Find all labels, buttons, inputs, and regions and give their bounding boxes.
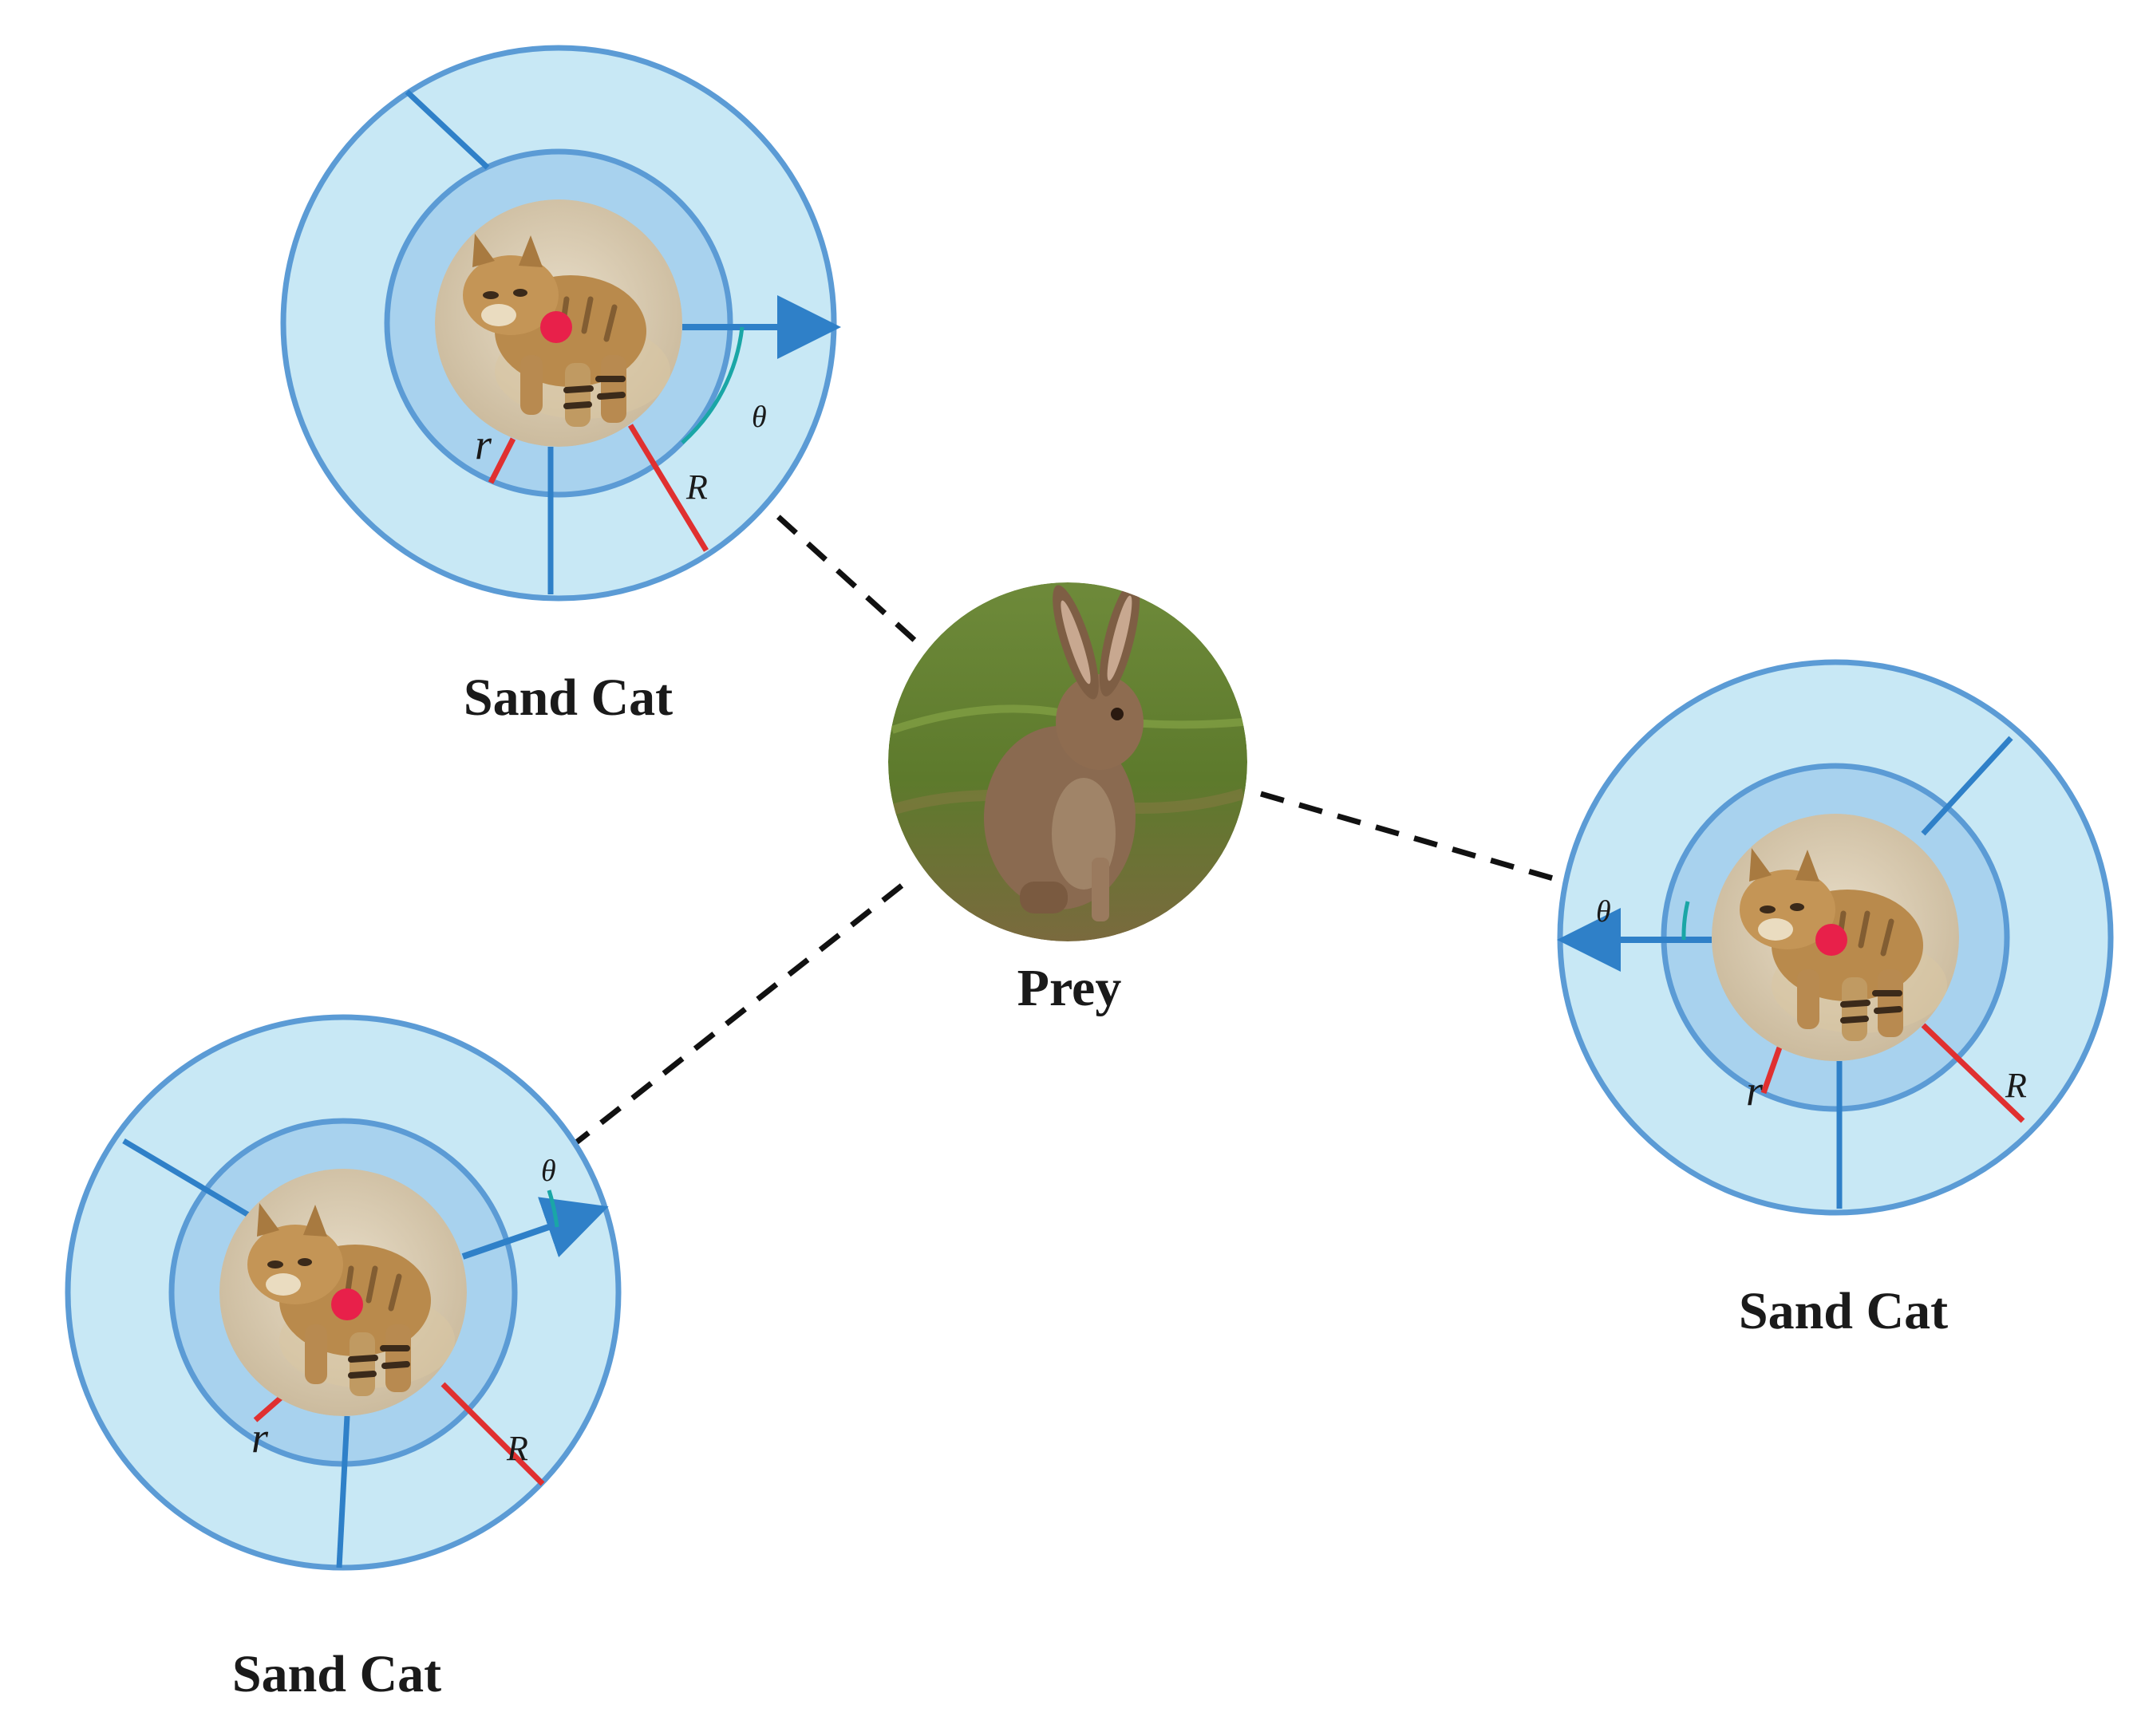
sand-cat-right: θ r R [1557,659,2114,1216]
angle-arc [681,326,745,444]
spoke [336,1415,350,1568]
angle-arc [547,1190,559,1228]
spoke [122,1138,253,1220]
sand-cat-label-top-left: Sand Cat [464,669,673,727]
center-dot [1815,924,1847,956]
sand-cat-label-right: Sand Cat [1739,1282,1948,1340]
spoke [405,89,490,170]
prey [888,577,1247,941]
R-symbol: R [2005,1066,2027,1105]
spoke [1921,736,2013,836]
radius-line-R [628,424,709,552]
sand-cat-top-left: θ r R [280,45,841,602]
center-dot [540,311,572,343]
direction-arrow [461,1197,609,1260]
theta-symbol: θ [1596,895,1611,929]
dashed-line-top-left [628,381,928,653]
center-dot [331,1288,363,1320]
sand-cat-bottom-left: θ r R [65,1014,622,1571]
theta-symbol: θ [752,400,767,434]
radius-line-R [440,1382,545,1486]
r-symbol: r [475,420,492,468]
angle-arc [1681,901,1690,941]
R-symbol: R [506,1429,528,1468]
hare-photo [888,577,1247,941]
r-symbol: r [1746,1067,1764,1115]
sand-cat-label-bottom-left: Sand Cat [232,1645,441,1703]
theta-symbol: θ [541,1154,556,1188]
radius-line-r [1760,1046,1783,1095]
r-symbol: r [251,1414,269,1462]
radius-line-R [1921,1023,2025,1123]
R-symbol: R [685,468,708,507]
prey-label: Prey [1017,959,1122,1017]
radius-line-r [488,437,516,484]
